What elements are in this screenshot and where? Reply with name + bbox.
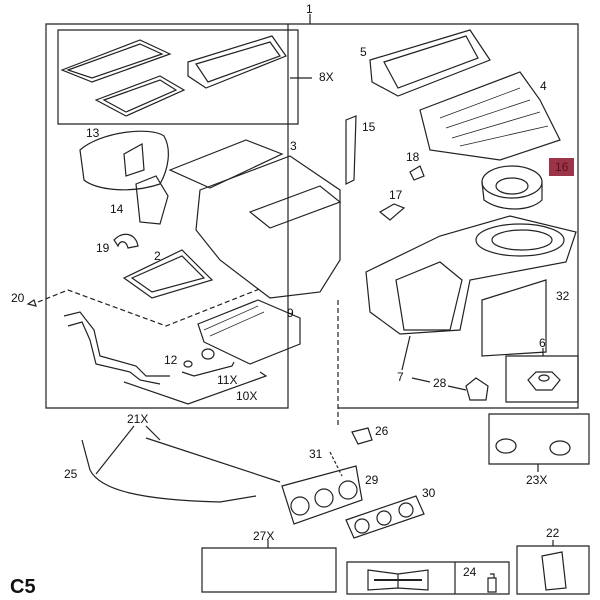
section-code: C5	[10, 576, 36, 598]
part-21x-cable-1	[82, 440, 256, 502]
callout-23x[interactable]: 23X	[526, 473, 548, 487]
part-4	[420, 72, 560, 160]
callout-16-highlighted[interactable]: 16	[549, 158, 575, 176]
part-2	[124, 250, 212, 298]
callout-11x[interactable]: 11X	[217, 373, 238, 387]
part-16-blower-motor	[482, 166, 542, 198]
module-frame	[46, 24, 288, 408]
part-29	[282, 466, 362, 524]
callout-28[interactable]: 28	[433, 376, 447, 390]
part-9	[198, 300, 300, 364]
callout-5[interactable]: 5	[360, 45, 367, 59]
part-27x-box	[202, 548, 336, 592]
part-30	[346, 496, 424, 538]
callout-30[interactable]: 30	[422, 486, 436, 500]
part-14	[136, 176, 168, 224]
callout-25[interactable]: 25	[64, 467, 78, 481]
callout-22[interactable]: 22	[546, 526, 560, 540]
callout-15[interactable]: 15	[362, 120, 376, 134]
seal-kit-box	[58, 30, 298, 124]
part-23x-box	[489, 414, 589, 464]
part-21x-cable-2	[146, 438, 280, 482]
part-13	[80, 131, 168, 190]
callout-14[interactable]: 14	[110, 202, 124, 216]
callout-7[interactable]: 7	[397, 370, 404, 384]
callout-9[interactable]: 9	[287, 306, 294, 320]
callout-27x[interactable]: 27X	[253, 529, 275, 543]
callout-26[interactable]: 26	[375, 424, 389, 438]
part-18	[410, 166, 424, 180]
callout-20[interactable]: 20	[11, 291, 25, 305]
part-32-filter	[482, 280, 546, 356]
part-15	[346, 116, 356, 184]
callout-8x[interactable]: 8X	[319, 70, 334, 84]
callout-4[interactable]: 4	[540, 79, 547, 93]
callout-2[interactable]: 2	[154, 249, 161, 263]
callout-19[interactable]: 19	[96, 241, 110, 255]
lubricant-bottle-icon	[488, 574, 496, 592]
callout-3[interactable]: 3	[290, 139, 297, 153]
callout-18[interactable]: 18	[406, 150, 420, 164]
callout-29[interactable]: 29	[365, 473, 379, 487]
seal-gasket-2	[96, 76, 184, 116]
callout-32[interactable]: 32	[556, 289, 570, 303]
part-17	[380, 204, 404, 220]
seal-gasket-1	[62, 40, 170, 82]
part-28	[466, 378, 488, 400]
part-22-relay	[542, 552, 566, 590]
seal-gasket-3	[188, 36, 286, 88]
pipes	[64, 312, 170, 384]
part-3	[170, 140, 282, 188]
service-manual-box	[347, 562, 509, 594]
callout-24[interactable]: 24	[463, 565, 477, 579]
callout-13[interactable]: 13	[86, 126, 100, 140]
hvac-core	[196, 156, 340, 298]
part-7	[366, 216, 576, 334]
callout-17[interactable]: 17	[389, 188, 403, 202]
callout-1[interactable]: 1	[306, 2, 313, 16]
part-5	[370, 30, 490, 96]
callout-21x[interactable]: 21X	[127, 412, 149, 426]
part-6-box	[506, 356, 578, 402]
part-19	[114, 234, 138, 248]
callout-6[interactable]: 6	[539, 336, 546, 350]
callout-12[interactable]: 12	[164, 353, 178, 367]
module-frame-right	[288, 24, 578, 408]
part-6-nut	[528, 372, 560, 390]
part-20	[28, 300, 36, 306]
part-clamp	[202, 349, 214, 359]
callout-31[interactable]: 31	[309, 447, 323, 461]
callout-10x[interactable]: 10X	[236, 389, 258, 403]
part-26	[352, 428, 372, 444]
